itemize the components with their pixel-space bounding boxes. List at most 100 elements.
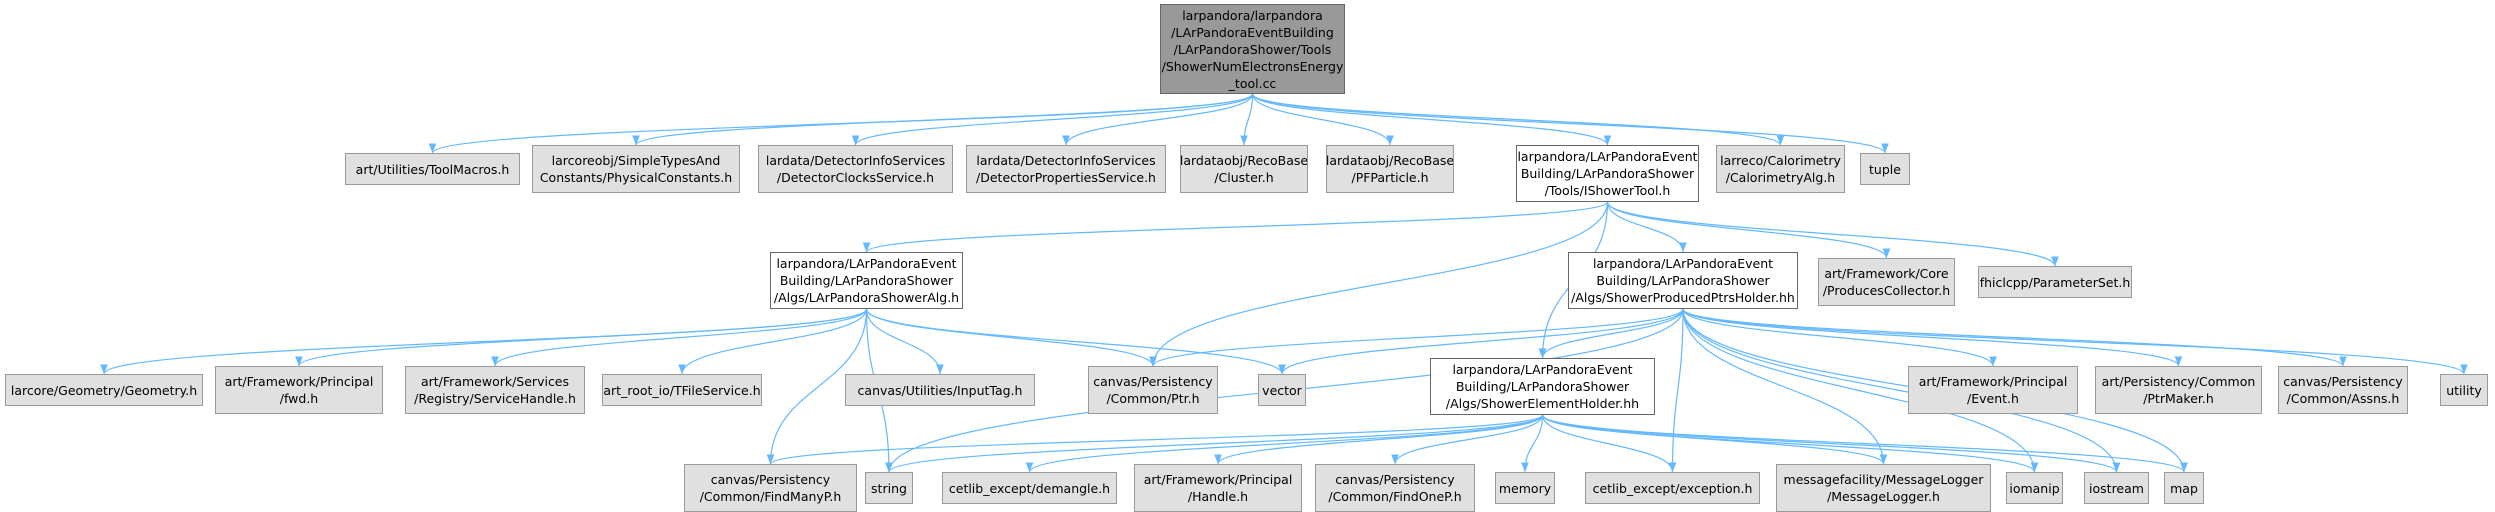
edge-producedptrs-to-utility [1682,308,2468,375]
edge-showeralg-to-fwd [295,308,868,367]
edge-root-to-tuple [1251,93,1889,154]
edge-producedptrs-to-iostream [1682,308,2121,473]
edge-showeralg-to-servicehandle [491,308,868,367]
node-calorimetry: larreco/Calorimetry /CalorimetryAlg.h [1716,145,1845,193]
node-label: lardata/DetectorInfoServices /DetectorCl… [765,153,946,185]
node-inputtag: canvas/Utilities/InputTag.h [845,374,1035,406]
node-label: art_root_io/TFileService.h [603,382,761,398]
node-label: canvas/Persistency /Common/Ptr.h [1093,374,1213,406]
edge-ishowertool-to-producescollector [1606,201,1891,259]
node-label: larpandora/LArPandoraEvent Building/LArP… [1445,362,1640,411]
node-servicehandle: art/Framework/Services /Registry/Service… [405,366,585,414]
node-string: string [865,472,913,504]
edge-elementholder-to-string [885,414,1544,473]
node-tfileservice: art_root_io/TFileService.h [602,374,762,406]
node-cluster: lardataobj/RecoBase /Cluster.h [1180,145,1308,193]
node-detclocks: lardata/DetectorInfoServices /DetectorCl… [758,145,953,193]
node-label: iomanip [2009,480,2060,496]
edge-producedptrs-to-ptr [1149,308,1684,367]
edge-elementholder-to-findmanyp [766,414,1544,465]
node-label: canvas/Persistency /Common/FindOneP.h [1328,472,1462,504]
edge-producedptrs-to-exception [1668,308,1684,473]
edge-ishowertool-to-parameterset [1606,201,2059,267]
node-showeralg[interactable]: larpandora/LArPandoraEvent Building/LArP… [770,252,963,309]
edge-elementholder-to-memory [1521,414,1544,473]
edge-elementholder-to-exception [1541,414,1677,473]
node-handle: art/Framework/Principal /Handle.h [1134,464,1302,512]
node-label: larcoreobj/SimpleTypesAnd Constants/Phys… [539,153,733,185]
node-fwd: art/Framework/Principal /fwd.h [215,366,383,414]
node-map: map [2164,472,2204,504]
node-label: canvas/Persistency /Common/Assns.h [2283,374,2403,406]
node-label: tuple [1869,161,1901,177]
edge-showeralg-to-inputtag [865,308,944,375]
node-label: map [2170,480,2198,496]
node-toolmacros: art/Utilities/ToolMacros.h [345,153,520,185]
node-pfparticle: lardataobj/RecoBase /PFParticle.h [1326,145,1454,193]
node-label: art/Framework/Principal /fwd.h [224,374,374,406]
node-label: messagefacility/MessageLogger /MessageLo… [1783,472,1984,504]
node-tuple: tuple [1860,153,1910,185]
node-findmanyp: canvas/Persistency /Common/FindManyP.h [684,464,857,512]
edge-producedptrs-to-elementholder [1538,308,1684,359]
node-label: art/Utilities/ToolMacros.h [355,161,510,177]
node-label: art/Framework/Services /Registry/Service… [414,374,576,406]
node-label: lardataobj/RecoBase /PFParticle.h [1326,153,1454,185]
node-exception: cetlib_except/exception.h [1585,472,1760,504]
node-label: iostream [2089,480,2144,496]
node-ptrmaker: art/Persistency/Common /PtrMaker.h [2095,366,2262,414]
node-label: utility [2446,382,2482,398]
node-label: larpandora/larpandora /LArPandoraEventBu… [1161,7,1344,91]
edge-producedptrs-to-ptrmaker [1682,308,2183,367]
edge-showeralg-to-ptr [865,308,1157,367]
node-findonep: canvas/Persistency /Common/FindOneP.h [1315,464,1475,512]
edge-producedptrs-to-event [1682,308,1997,367]
node-label: lardataobj/RecoBase /Cluster.h [1180,153,1308,185]
node-geometry: larcore/Geometry/Geometry.h [5,374,203,406]
edge-showeralg-to-tfileservice [678,308,868,375]
edge-elementholder-to-map [1541,414,2188,473]
edge-elementholder-to-demangle [1025,414,1544,473]
edge-root-to-ishowertool [1251,93,1612,146]
node-label: cetlib_except/demangle.h [948,480,1111,496]
edge-ishowertool-to-showeralg [862,201,1609,253]
node-label: larpandora/LArPandoraEvent Building/LArP… [773,256,960,305]
edge-ishowertool-to-ptr [1149,201,1609,367]
edge-root-to-calorimetry [1251,93,1785,146]
edge-showeralg-to-vector [865,308,1286,375]
node-messagelogger: messagefacility/MessageLogger /MessageLo… [1776,464,1991,512]
edge-producedptrs-to-assns [1682,308,2347,367]
node-ptr: canvas/Persistency /Common/Ptr.h [1088,366,1218,414]
node-assns: canvas/Persistency /Common/Assns.h [2278,366,2408,414]
edge-root-to-pfparticle [1251,93,1394,146]
node-ishowertool[interactable]: larpandora/LArPandoraEvent Building/LArP… [1516,145,1699,202]
node-label: larpandora/LArPandoraEvent Building/LArP… [1517,149,1698,198]
node-label: lardata/DetectorInfoServices /DetectorPr… [976,153,1156,185]
edge-elementholder-to-iomanip [1541,414,2039,473]
edge-producedptrs-to-messagelogger [1682,308,1888,465]
edge-producedptrs-to-vector [1278,308,1684,375]
node-root[interactable]: larpandora/larpandora /LArPandoraEventBu… [1160,4,1345,94]
node-elementholder[interactable]: larpandora/LArPandoraEvent Building/LArP… [1430,358,1655,415]
node-demangle: cetlib_except/demangle.h [942,472,1117,504]
edge-root-to-detclocks [851,93,1254,146]
node-label: larreco/Calorimetry /CalorimetryAlg.h [1720,153,1841,185]
node-label: memory [1498,480,1552,496]
node-label: vector [1262,382,1302,398]
node-memory: memory [1495,472,1555,504]
node-iomanip: iomanip [2006,472,2063,504]
edge-showeralg-to-findmanyp [766,308,868,465]
edge-producedptrs-to-iomanip [1682,308,2039,473]
node-label: cetlib_except/exception.h [1592,480,1753,496]
node-label: art/Framework/Core /ProducesCollector.h [1822,266,1951,298]
node-utility: utility [2440,374,2488,406]
node-producedptrs[interactable]: larpandora/LArPandoraEvent Building/LArP… [1568,252,1798,309]
node-label: art/Persistency/Common /PtrMaker.h [2101,374,2256,406]
edge-ishowertool-to-producedptrs [1606,201,1687,253]
edge-elementholder-to-handle [1214,414,1544,465]
node-label: art/Framework/Principal /Handle.h [1143,472,1293,504]
node-label: larpandora/LArPandoraEvent Building/LArP… [1571,256,1795,305]
node-label: fhiclcpp/ParameterSet.h [1979,274,2131,290]
node-producescollector: art/Framework/Core /ProducesCollector.h [1818,258,1955,306]
node-simpletypes: larcoreobj/SimpleTypesAnd Constants/Phys… [532,145,740,193]
